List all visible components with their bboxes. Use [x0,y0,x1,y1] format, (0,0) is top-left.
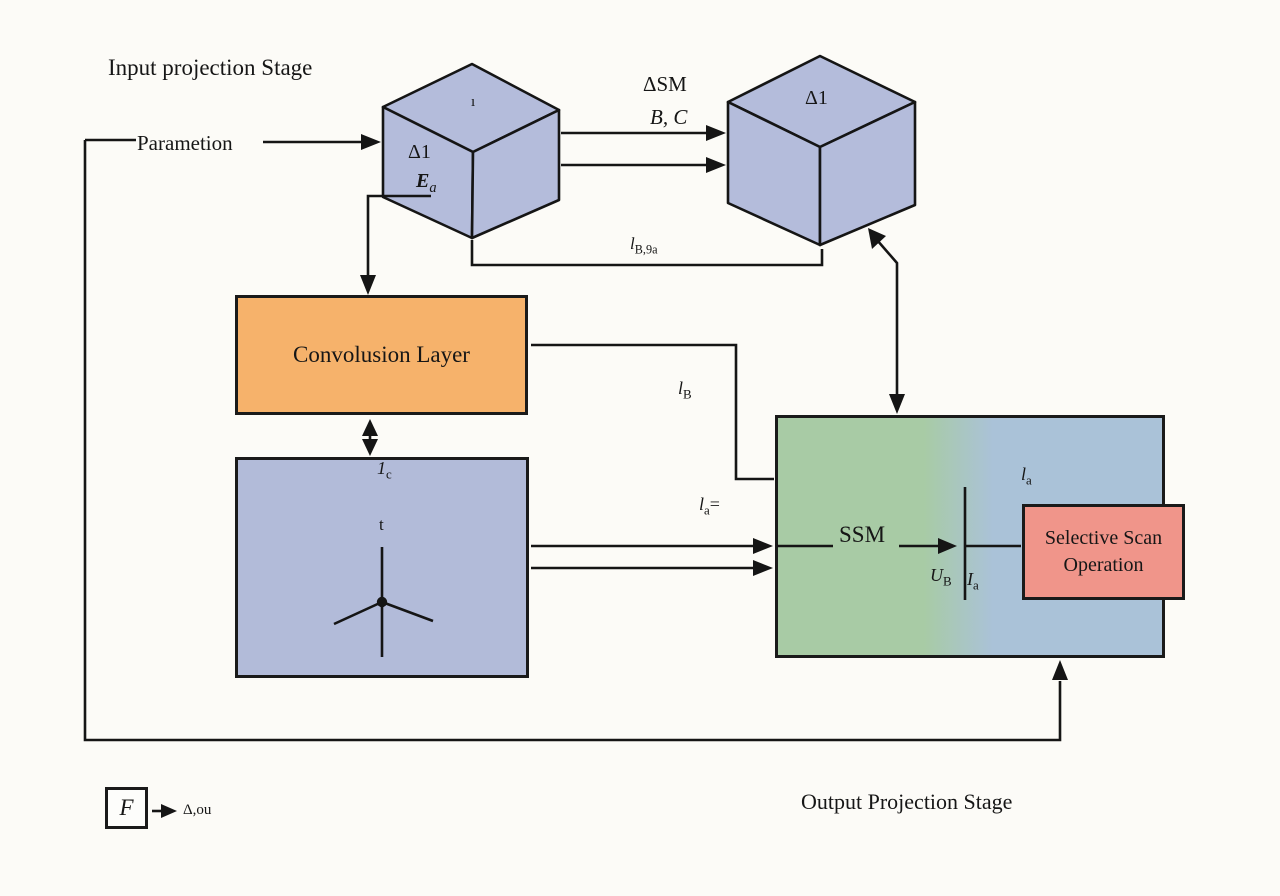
ia-label: Ia [967,569,979,593]
selective-scan-label: Selective Scan Operation [1044,527,1163,576]
into-cube2-arrowhead [868,228,886,249]
delta-sm-label: ΔSM [643,72,687,96]
parametion-label: Parametion [137,131,233,155]
into-conv-arrowhead [360,275,376,295]
ssm-internal-lines [777,487,1021,600]
into-ssm-top-arrowhead [889,394,905,414]
input-cube [381,62,561,240]
legend-caption: Δ,ou [183,802,212,818]
cube-right-face [470,108,561,240]
into-ssm-bottom-arrowhead [1052,660,1068,680]
convolution-layer-label: Convolusion Layer [293,342,470,367]
cube1-to-cube2-lines [561,131,708,167]
cube1-face-label: Δ1 [408,141,431,163]
legend-symbol-box: F [105,787,148,829]
cube1-corner-label: Ea [416,170,437,196]
connector-lines [83,131,1062,813]
convolution-layer-box: Convolusion Layer [235,295,528,415]
conv-state-down-arrowhead [362,439,378,456]
dsm-arrowhead [706,125,726,141]
b-c-label: B, C [650,105,688,129]
cube1-top-label: ı [471,94,476,110]
conv-to-ssm-line [531,343,774,481]
state-to-ssm-lines [531,544,756,570]
parametion-arrowhead [361,134,381,150]
state-glyph-dot [376,596,388,608]
into-bar-arrowhead [938,538,957,554]
state-t-label: t [379,515,384,534]
cube2-top-label: Δ1 [805,87,828,109]
ub-label: UB [930,565,952,589]
state-ssm-arrowhead-1 [753,538,773,554]
ssm-label: SSM [839,522,886,547]
conv-out-label: lB [678,378,692,402]
ssm-out-label: la [1021,464,1032,488]
state-ssm-arrowhead-2 [753,560,773,576]
legend-symbol: F [119,795,134,820]
cube-right-face [818,100,917,247]
state-box-label: 1c [377,458,392,482]
selective-scan-box: Selective Scan Operation [1022,504,1185,600]
state-out-label: la= [699,494,720,518]
arrowheads [161,125,1068,818]
bc-arrowhead [706,157,726,173]
bypass-edge-label: lB,9a [630,234,658,257]
output-stage-title: Output Projection Stage [801,789,1013,814]
discretized-cube [726,54,917,247]
conv-state-up-arrowhead [362,419,378,436]
cube1-to-conv-line [366,194,431,276]
feedback-loop-line [83,138,1062,742]
legend-arrowhead [161,804,177,818]
bypass-line [470,240,824,267]
cube2-ssm-link-line [876,239,899,396]
input-stage-title: Input projection Stage [108,55,313,80]
